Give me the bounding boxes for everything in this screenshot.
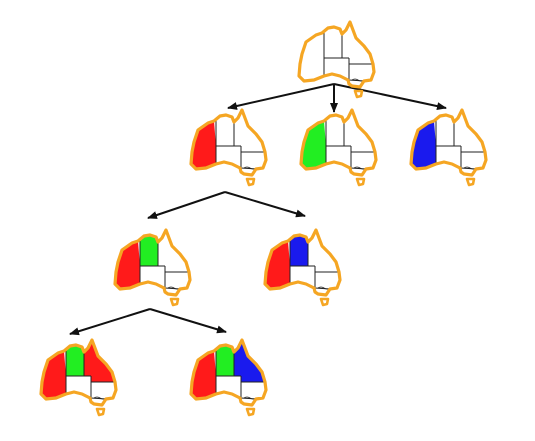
region-nt xyxy=(324,27,342,58)
region-nt xyxy=(140,235,158,266)
region-q xyxy=(234,110,265,152)
region-nt xyxy=(216,345,234,376)
region-nt xyxy=(436,115,454,146)
edge-arrow xyxy=(147,191,226,219)
map-node-wa-red-nt-blue xyxy=(263,228,342,307)
state-borders xyxy=(323,33,373,84)
tasmania-outline xyxy=(465,177,476,187)
state-borders xyxy=(65,351,115,402)
region-sa xyxy=(436,146,461,168)
edges-layer xyxy=(69,83,447,336)
nodes-layer xyxy=(39,20,488,417)
region-q xyxy=(344,110,375,152)
edge-arrow xyxy=(227,83,335,110)
region-nsw xyxy=(91,382,116,399)
region-q xyxy=(84,340,115,382)
region-q xyxy=(158,230,189,272)
edge-arrow xyxy=(149,308,227,334)
edge-arrow xyxy=(69,308,151,336)
tasmania-outline xyxy=(353,89,364,99)
state-fills xyxy=(299,22,374,97)
map-node-wa-blue xyxy=(409,108,488,187)
region-sa xyxy=(216,146,241,168)
region-nt xyxy=(290,235,308,266)
region-nt xyxy=(66,345,84,376)
mainland-outline xyxy=(299,108,378,177)
region-q xyxy=(454,110,485,152)
mainland-outline xyxy=(39,338,118,407)
region-nt xyxy=(326,115,344,146)
region-nsw xyxy=(315,272,340,289)
edge-arrow xyxy=(333,83,447,111)
mainland-outline xyxy=(113,228,192,297)
region-nsw xyxy=(351,152,376,169)
region-sa xyxy=(324,58,349,80)
tasmania-outline xyxy=(95,407,106,417)
region-nsw xyxy=(241,382,266,399)
mainland-outline xyxy=(409,108,488,177)
tasmania-outline xyxy=(355,177,366,187)
region-nt xyxy=(216,115,234,146)
tasmania-outline xyxy=(245,407,256,417)
region-q xyxy=(342,22,373,64)
region-sa xyxy=(216,376,241,398)
region-q xyxy=(308,230,339,272)
mainland-outline xyxy=(263,228,342,297)
region-nsw xyxy=(165,272,190,289)
tasmania-outline xyxy=(319,297,330,307)
tasmania-outline xyxy=(169,297,180,307)
state-fills xyxy=(115,230,190,305)
state-borders xyxy=(435,121,485,172)
tasmania-outline xyxy=(245,177,256,187)
region-nsw xyxy=(461,152,486,169)
map-node-wa-red-nt-green-q-blue xyxy=(189,338,268,417)
state-borders xyxy=(325,121,375,172)
region-nsw xyxy=(241,152,266,169)
map-node-root xyxy=(297,20,376,99)
region-nsw xyxy=(349,64,374,81)
map-node-wa-green xyxy=(299,108,378,187)
edge-arrow xyxy=(224,191,306,218)
state-fills xyxy=(301,110,376,185)
mainland-outline xyxy=(189,338,268,407)
region-sa xyxy=(326,146,351,168)
region-q xyxy=(234,340,265,382)
mainland-outline xyxy=(189,108,268,177)
region-sa xyxy=(66,376,91,398)
state-fills xyxy=(191,340,266,415)
state-borders xyxy=(139,241,189,292)
region-sa xyxy=(140,266,165,288)
region-sa xyxy=(290,266,315,288)
map-node-wa-red xyxy=(189,108,268,187)
state-borders xyxy=(215,351,265,402)
map-node-wa-red-nt-green xyxy=(113,228,192,307)
mainland-outline xyxy=(297,20,376,89)
map-node-wa-red-nt-green-q-red xyxy=(39,338,118,417)
